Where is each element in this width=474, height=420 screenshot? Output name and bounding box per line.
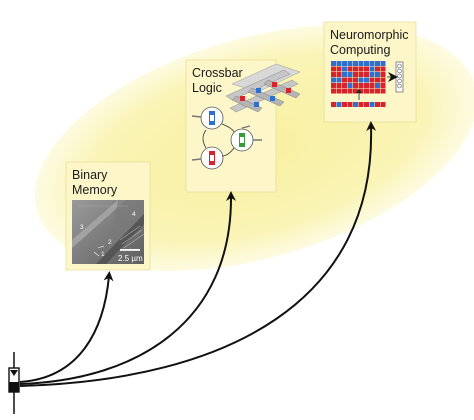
input-cell [342,102,347,107]
synapse-cell [353,83,358,88]
synapse-cell [347,77,353,83]
sem-label-2: 2 [108,239,112,246]
input-vector [331,102,386,107]
synapse-cell [369,61,375,66]
synapse-cell [342,83,347,88]
sem-label-3: 3 [80,224,84,231]
input-cell [331,102,336,107]
synapse-cell [358,61,364,66]
input-cell [369,102,375,107]
synapse-cell [358,77,364,83]
synapse-cell [369,72,375,77]
synapse-cell [336,77,342,83]
arrow-to-crossbar-logic [19,191,237,385]
crossbar-logic-title-line2: Logic [192,81,222,95]
sem-scale-label: 2.5 µm [118,254,143,263]
output-neuron-column [395,61,404,93]
synapse-cell [347,72,353,77]
synapse-cell [331,83,336,88]
logic-circuit-illustration [191,106,262,170]
synapse-cell [369,66,375,72]
synapse-cell [353,88,358,94]
neuromorphic-title-line2: Computing [330,43,390,57]
synapse-cell [380,83,386,88]
synapse-cell [358,83,364,88]
binary-memory-title-line1: Binary [72,168,108,182]
synapse-cell [375,66,380,72]
synapse-cell [331,88,336,94]
synapse-cell [331,61,336,66]
crossbar-logic-title-line1: Crossbar [192,66,243,80]
synapse-weight-grid [331,61,386,94]
synapse-cell [364,77,369,83]
crossbar-array-illustration [225,63,301,113]
synapse-cell [369,77,375,83]
synapse-cell [353,77,358,83]
input-cell [375,102,380,107]
synapse-cell [347,61,353,66]
synapse-cell [336,83,342,88]
synapse-cell [380,72,386,77]
sem-label-1: 1 [101,251,105,258]
synapse-cell [342,72,347,77]
synapse-cell [380,77,386,83]
synapse-cell [353,72,358,77]
synapse-cell [375,77,380,83]
synapse-cell [375,72,380,77]
binary-memory-panel: Binary Memory 3 4 1 2 2.5 µm [65,161,151,271]
synapse-cell [342,88,347,94]
neuromorphic-title-line1: Neuromorphic [330,28,409,42]
synapse-cell [364,61,369,66]
sem-label-4: 4 [132,211,136,218]
synapse-cell [380,66,386,72]
synapse-cell [375,88,380,94]
synapse-cell [331,77,336,83]
input-cell [347,102,353,107]
synapse-cell [347,83,353,88]
synapse-cell [369,88,375,94]
arrow-to-binary-memory [19,271,114,383]
synapse-cell [342,61,347,66]
synapse-cell [353,66,358,72]
synapse-cell [364,72,369,77]
input-cell [364,102,369,107]
synapse-cell [336,66,342,72]
synapse-cell [375,61,380,66]
synapse-cell [336,61,342,66]
synapse-cell [331,72,336,77]
synapse-cell [358,88,364,94]
synapse-cell [358,66,364,72]
binary-memory-title-line2: Memory [72,183,118,197]
memristor-device-symbol [8,352,20,414]
arrow-to-neuromorphic [19,121,377,387]
synapse-cell [347,88,353,94]
input-cell [358,102,364,107]
input-cell [353,102,358,107]
synapse-cell [336,88,342,94]
sem-micrograph: 3 4 1 2 2.5 µm [72,200,145,264]
synapse-cell [342,77,347,83]
synapse-cell [364,83,369,88]
sem-scale-bar [120,249,140,251]
synapse-cell [380,88,386,94]
synapse-cell [364,88,369,94]
synapse-cell [342,66,347,72]
synapse-cell [375,83,380,88]
synapse-cell [358,72,364,77]
synapse-cell [353,61,358,66]
synapse-cell [331,66,336,72]
synapse-cell [347,66,353,72]
synapse-cell [369,83,375,88]
neuromorphic-panel: Neuromorphic Computing [323,21,417,123]
synapse-cell [336,72,342,77]
input-cell [336,102,342,107]
synapse-cell [380,61,386,66]
crossbar-logic-panel: Crossbar Logic [185,59,301,193]
input-cell [380,102,386,107]
synapse-cell [364,66,369,72]
